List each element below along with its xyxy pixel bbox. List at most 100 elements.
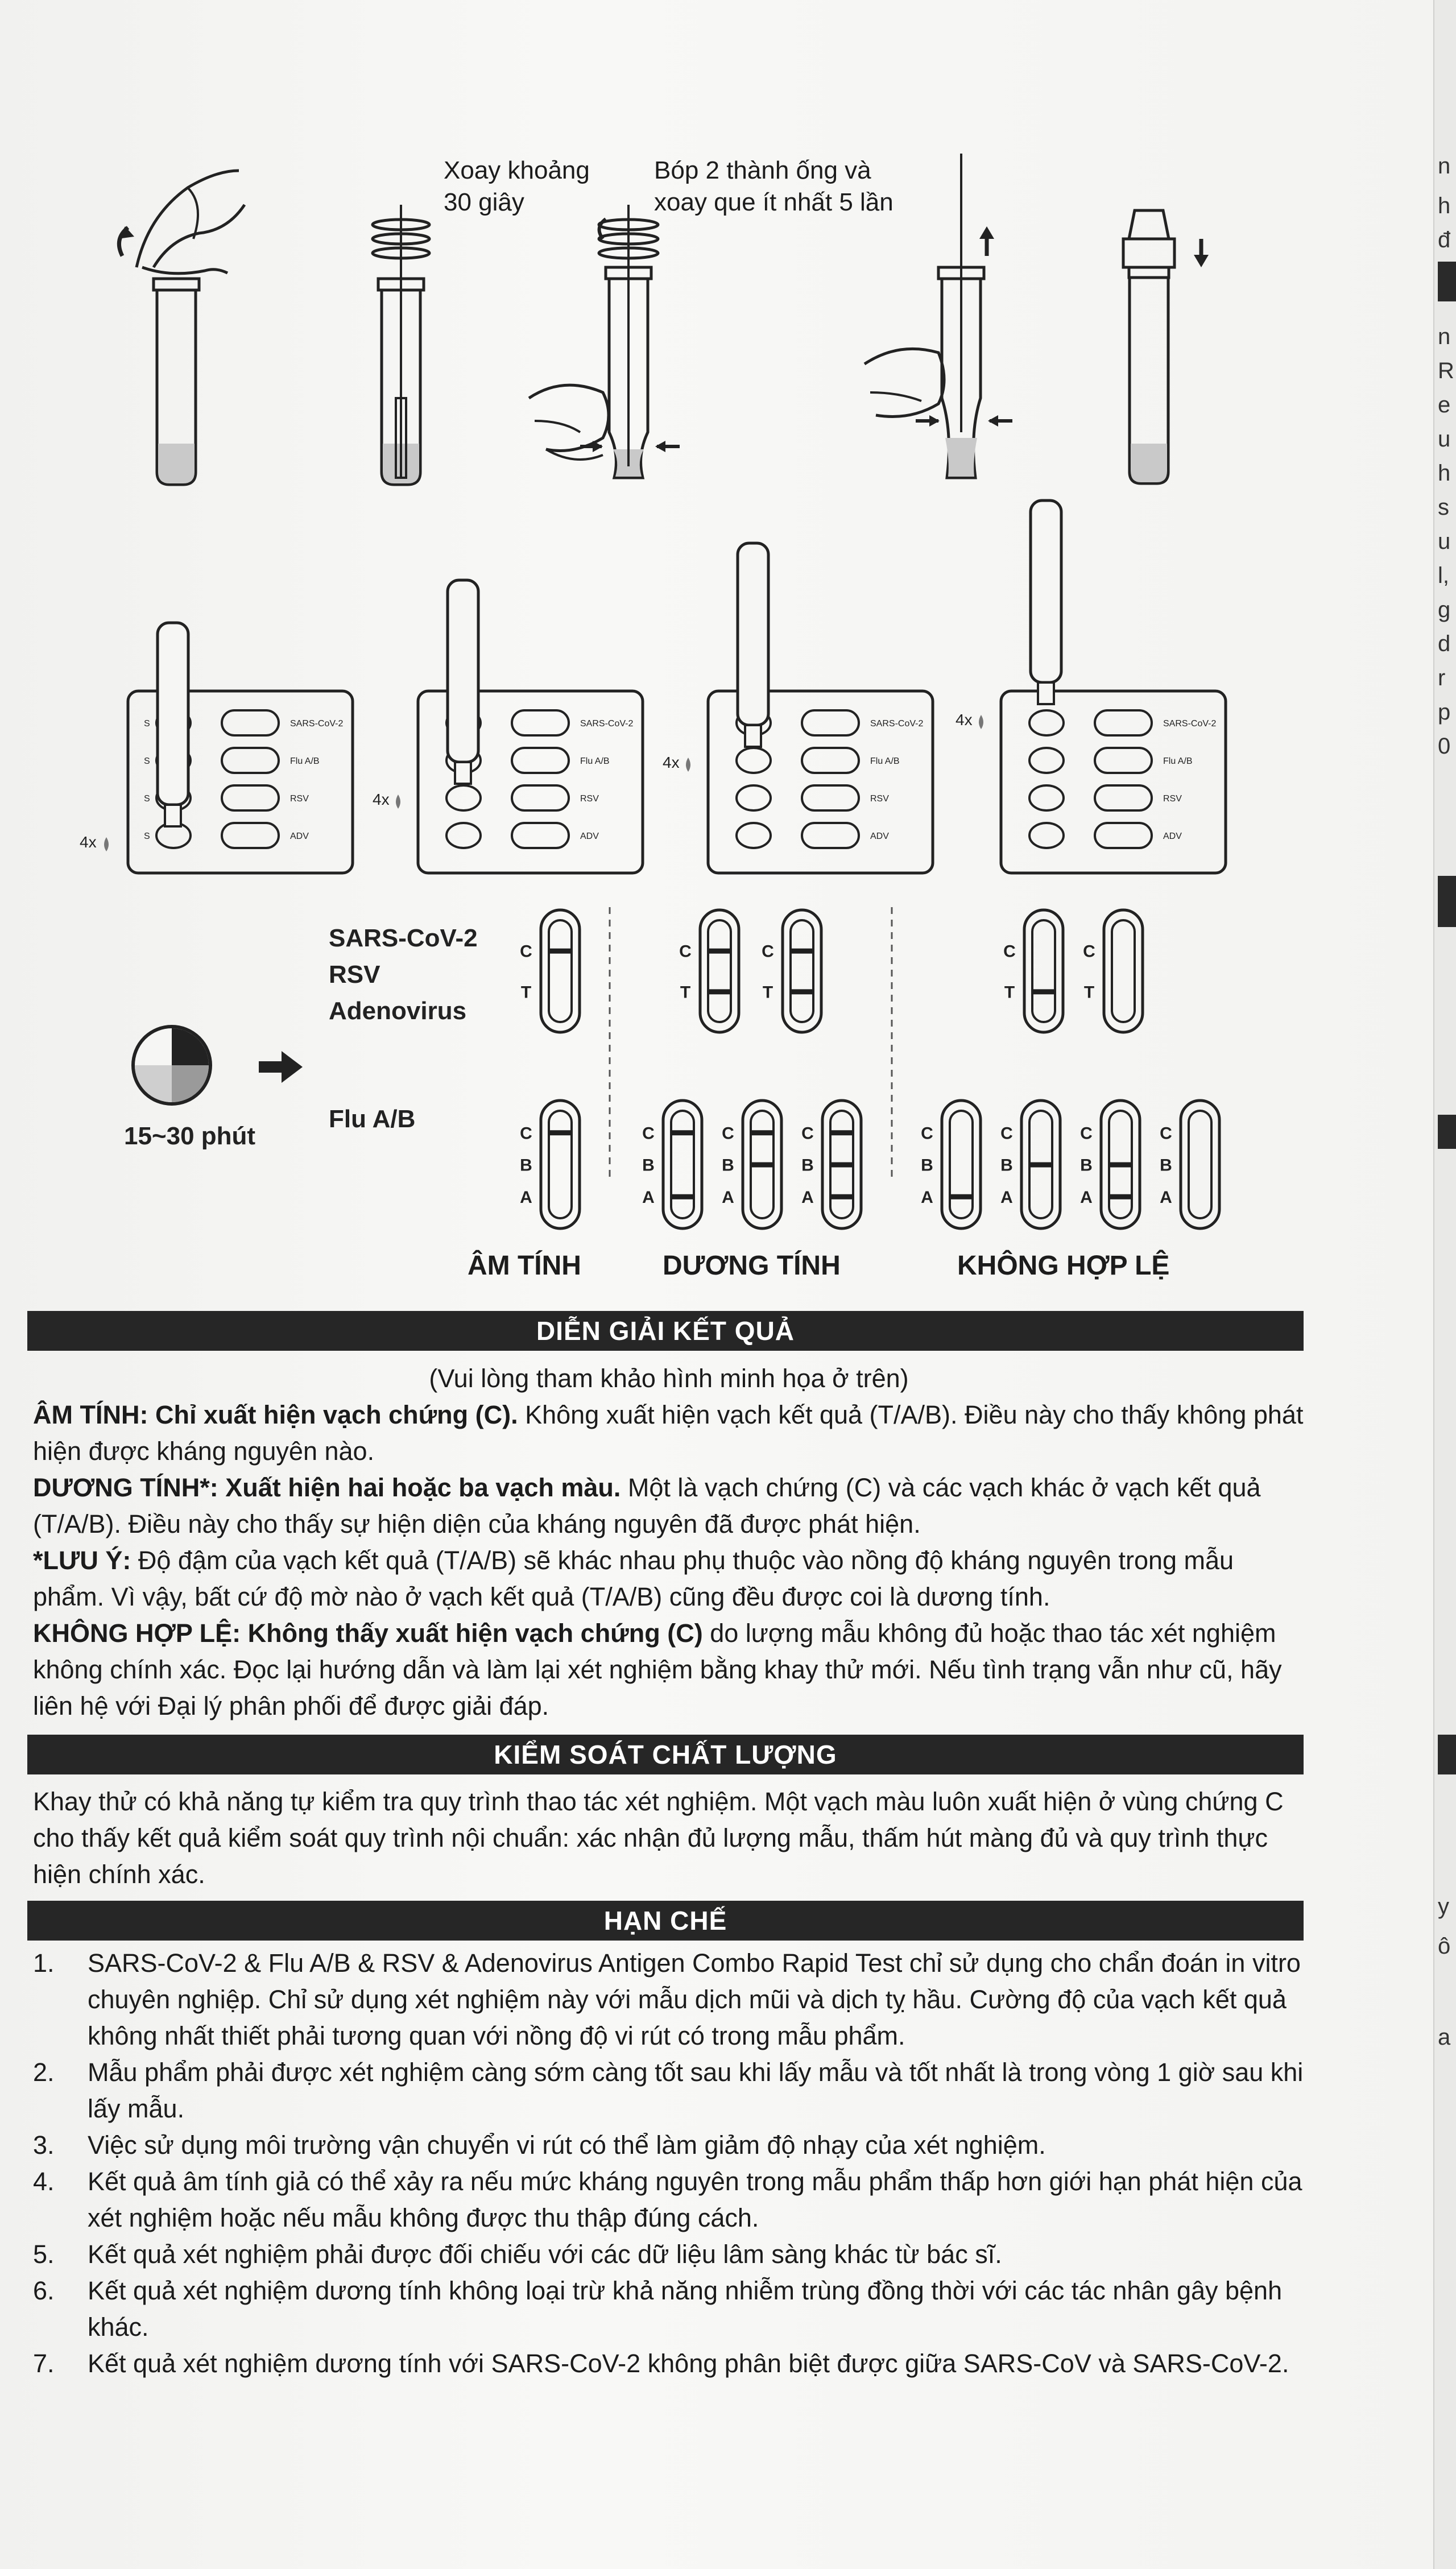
svg-text:S: S [144, 756, 150, 766]
svg-text:RSV: RSV [580, 794, 599, 804]
strip-zone-label: B [921, 1156, 933, 1175]
strip-zone-label: C [921, 1124, 933, 1143]
test-strip-window [1111, 919, 1136, 1023]
test-strip-window [548, 919, 573, 1023]
svg-text:RSV: RSV [290, 794, 309, 804]
cassette-1: SARS-CoV-2 Flu A/B RSV ADV S S S S 4x [80, 621, 354, 875]
svg-text:Flu A/B: Flu A/B [870, 756, 900, 766]
test-strip-window [1188, 1110, 1213, 1219]
strip-zone-label: A [1160, 1188, 1172, 1207]
edge-letter: u [1438, 427, 1451, 452]
strip-colored-line [751, 1162, 774, 1168]
edge-bar [1438, 1735, 1456, 1774]
strip-zone-label: A [642, 1188, 655, 1207]
strip-zone-label: T [521, 983, 531, 1002]
strip-colored-line [549, 948, 572, 954]
invalid-bold: KHÔNG HỢP LỆ: Không thấy xuất hiện vạch … [33, 1619, 703, 1648]
test-strip-outline [661, 1099, 704, 1230]
positive-heading: DƯƠNG TÍNH [663, 1251, 841, 1281]
strip-colored-line [1032, 989, 1055, 995]
edge-letter: 0 [1438, 734, 1451, 759]
strip-zone-label: C [722, 1124, 734, 1143]
strip-colored-line [549, 1130, 572, 1136]
test-strip-outline [1099, 1099, 1141, 1230]
svg-text:4x: 4x [663, 754, 680, 771]
edge-letter: d [1438, 631, 1451, 656]
strip-zone-label: T [1004, 983, 1015, 1002]
edge-letter: y [1438, 1894, 1449, 1919]
edge-letter: e [1438, 392, 1451, 417]
arrow-right-icon [259, 1051, 303, 1083]
note-bold: *LƯU Ý: [33, 1546, 131, 1575]
quality-title: KIỂM SOÁT CHẤT LƯỢNG [27, 1735, 1304, 1774]
test-strip-outline [1020, 1099, 1062, 1230]
limitation-item: 3.Việc sử dụng môi trường vận chuyển vi … [33, 2127, 1305, 2163]
strip-colored-line [830, 1162, 853, 1168]
strip-zone-label: B [801, 1156, 814, 1175]
positive-paragraph: DƯƠNG TÍNH*: Xuất hiện hai hoặc ba vạch … [33, 1470, 1305, 1542]
strip-colored-line [708, 948, 731, 954]
edge-letter: n [1438, 324, 1451, 349]
strip-colored-line [708, 989, 731, 995]
limitation-number: 3. [33, 2131, 55, 2160]
limitation-item: 1.SARS-CoV-2 & Flu A/B & RSV & Adenoviru… [33, 1945, 1305, 2054]
invalid-text: do lượng mẫu không đủ hoặc thao tác xét … [33, 1619, 1282, 1720]
procedure-illustration: SARS-CoV-2 Flu A/B RSV ADV S S S S 4x [0, 0, 1433, 1291]
step2-caption: Xoay khoảng 30 giây [444, 156, 590, 216]
svg-text:S: S [144, 719, 150, 729]
strip-zone-label: C [1083, 942, 1095, 961]
negative-bold: ÂM TÍNH: Chỉ xuất hiện vạch chứng (C). [33, 1400, 518, 1429]
limitations-title: HẠN CHẾ [27, 1901, 1304, 1941]
strip-zone-label: C [1080, 1124, 1093, 1143]
edge-letter: l, [1438, 563, 1449, 588]
edge-letter: u [1438, 529, 1451, 554]
negative-heading: ÂM TÍNH [468, 1251, 581, 1281]
step4-remove-swab [863, 154, 1012, 479]
note-text: Độ đậm của vạch kết quả (T/A/B) sẽ khác … [33, 1546, 1234, 1611]
limitation-number: 6. [33, 2276, 55, 2305]
timer-icon [131, 1025, 212, 1106]
edge-letter: g [1438, 597, 1451, 622]
strip-zone-label: C [762, 942, 774, 961]
timer-label: 15~30 phút [124, 1122, 256, 1150]
strip-zone-label: A [921, 1188, 933, 1207]
test-strip-outline [940, 1099, 982, 1230]
step3-squeeze [528, 205, 680, 479]
limitation-text: Kết quả xét nghiệm dương tính với SARS-C… [88, 2349, 1289, 2378]
limitation-number: 5. [33, 2240, 55, 2269]
strip-zone-label: C [679, 942, 692, 961]
cassette-4: SARS-CoV-2 Flu A/B RSV ADV 4x [956, 499, 1227, 875]
limitation-number: 7. [33, 2349, 55, 2378]
test-strip-outline [698, 908, 741, 1034]
strip-zone-label: T [763, 983, 773, 1002]
strip-zone-label: C [801, 1124, 814, 1143]
strip-colored-line [950, 1194, 973, 1199]
strip-colored-line [1109, 1194, 1132, 1199]
strip-zone-label: C [520, 942, 532, 961]
svg-text:4x: 4x [80, 833, 97, 851]
test-strip-window [548, 1110, 573, 1219]
strip-colored-line [1029, 1162, 1052, 1168]
edge-letter: s [1438, 495, 1449, 520]
cassette-3: SARS-CoV-2 Flu A/B RSV ADV 4x [663, 541, 934, 875]
limitation-item: 6.Kết quả xét nghiệm dương tính không lo… [33, 2273, 1305, 2345]
test-strip-window [707, 919, 732, 1023]
svg-text:4x: 4x [956, 711, 973, 729]
test-strip-window [789, 919, 814, 1023]
test-strip-outline [1023, 908, 1065, 1034]
limitation-number: 2. [33, 2058, 55, 2087]
strip-zone-label: A [520, 1188, 532, 1207]
strip-colored-line [830, 1194, 853, 1199]
edge-letter: đ [1438, 227, 1451, 253]
edge-letter: h [1438, 193, 1451, 218]
edge-bar [1438, 1115, 1456, 1149]
note-paragraph: *LƯU Ý: Độ đậm của vạch kết quả (T/A/B) … [33, 1542, 1305, 1615]
limitation-text: Mẫu phẩm phải được xét nghiệm càng sớm c… [88, 2058, 1304, 2123]
strip-zone-label: B [1160, 1156, 1172, 1175]
positive-bold: DƯƠNG TÍNH*: Xuất hiện hai hoặc ba vạch … [33, 1473, 621, 1502]
strip-colored-line [671, 1194, 694, 1199]
strip-zone-label: C [642, 1124, 655, 1143]
step2-swab-rotate [371, 205, 431, 485]
svg-text:SARS-CoV-2: SARS-CoV-2 [580, 719, 633, 729]
